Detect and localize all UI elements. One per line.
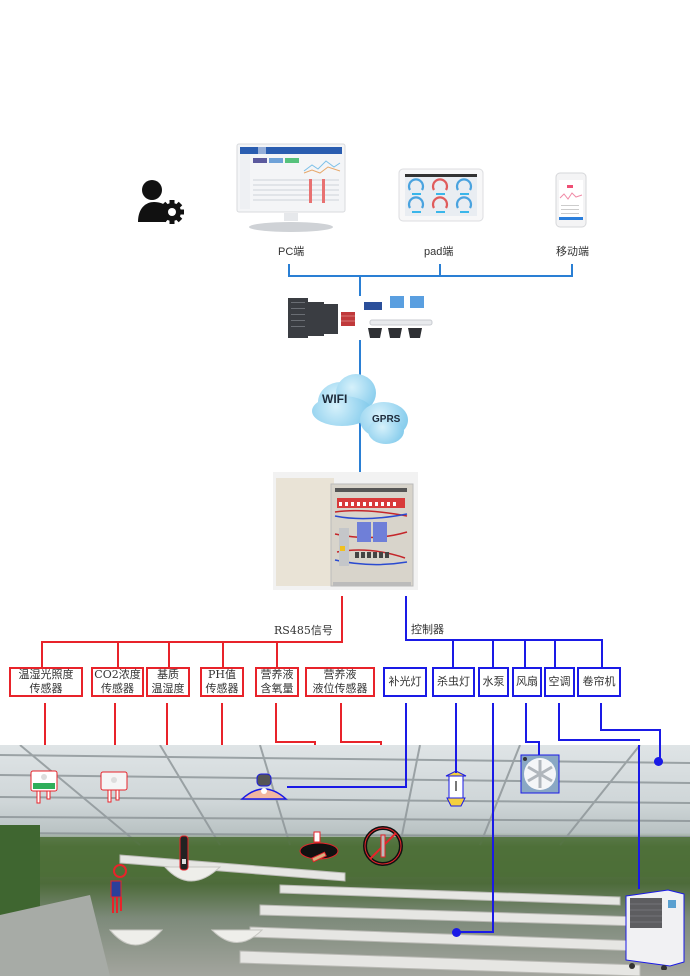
sensor-line2: 液位传感器 <box>312 682 368 695</box>
wireless-cloud: WIFI GPRS <box>312 372 412 450</box>
air-cooler-device[interactable] <box>624 888 686 971</box>
insect-killer-lamp-device[interactable] <box>444 770 468 810</box>
actuator-curtain-motor[interactable]: 卷帘机 <box>577 667 621 697</box>
control-drop-5 <box>601 639 603 668</box>
control-drop-3 <box>524 639 526 668</box>
actuator-insect-killer[interactable]: 杀虫灯 <box>432 667 475 697</box>
sensor-drop-3 <box>222 641 224 668</box>
sensor-line1: 营养液 <box>260 668 294 681</box>
sensor-box-liquid-level[interactable]: 营养液 液位传感器 <box>305 667 375 697</box>
ph-sensor-device[interactable] <box>178 835 190 871</box>
sensor-wire-5 <box>340 703 342 743</box>
actuator-air-conditioner[interactable]: 空调 <box>544 667 575 697</box>
pad-link-line <box>439 264 441 276</box>
pc-link-line <box>288 264 290 276</box>
gprs-label: GPRS <box>372 414 401 425</box>
mobile-client-label: 移动端 <box>556 246 589 258</box>
sensor-line2: 传感器 <box>101 682 134 695</box>
control-cabinet-image <box>273 472 418 590</box>
control-bus-line <box>405 639 603 641</box>
sensor-line2: 传感器 <box>205 682 239 695</box>
substrate-sensor-device[interactable] <box>108 863 130 915</box>
sensor-drop-2 <box>168 641 170 668</box>
pump-wire-h <box>457 931 494 933</box>
control-bus-label: 控制器 <box>411 623 444 636</box>
mobile-link-line <box>571 264 573 276</box>
sensor-line1: PH值 <box>208 668 236 681</box>
pad-client-label: pad端 <box>424 246 454 258</box>
temp-humidity-sensor-device[interactable] <box>30 770 58 804</box>
co2-sensor-device[interactable] <box>100 771 128 805</box>
fan-wire-v <box>538 741 540 755</box>
control-drop-1 <box>452 639 454 668</box>
actuator-fan[interactable]: 风扇 <box>512 667 542 697</box>
curtain-wire-v <box>659 729 661 759</box>
sensor-line1: 基质 <box>157 668 179 681</box>
grow-light-wire <box>287 786 407 788</box>
pc-client-label: PC端 <box>278 246 305 258</box>
insect-drop <box>455 703 457 745</box>
control-bus-trunk <box>405 596 407 640</box>
sensor-box-dissolved-oxygen[interactable]: 营养液 含氧量 <box>255 667 299 697</box>
sensor-line2: 含氧量 <box>260 682 294 695</box>
actuator-label: 空调 <box>548 675 571 688</box>
actuator-label: 补光灯 <box>388 675 422 688</box>
sensor-bus-label: RS485信号 <box>274 624 333 637</box>
fan-wire-h <box>525 741 540 743</box>
curtain-wire <box>600 703 602 731</box>
sensor-box-co2[interactable]: CO2浓度 传感器 <box>91 667 144 697</box>
pad-tablet-image <box>398 168 484 226</box>
curtain-node <box>654 757 663 766</box>
insect-killer-wire <box>455 745 457 773</box>
fan-wire <box>525 703 527 743</box>
sensor-wire-0 <box>44 703 46 773</box>
actuator-label: 杀虫灯 <box>437 675 470 688</box>
ac-wire-top <box>558 703 560 741</box>
grow-light-wire-v <box>405 745 407 788</box>
grow-light-drop <box>405 703 407 745</box>
sensor-drop-4 <box>276 641 278 668</box>
ac-wire <box>638 745 640 889</box>
sensor-wire-4h <box>275 741 316 743</box>
wifi-label: WIFI <box>322 392 348 406</box>
exhaust-fan-device[interactable] <box>520 754 560 794</box>
sensor-wire-4 <box>275 703 277 743</box>
actuator-label: 卷帘机 <box>582 675 616 688</box>
actuator-water-pump[interactable]: 水泵 <box>478 667 509 697</box>
sensor-drop-1 <box>117 641 119 668</box>
sensor-drop-0 <box>41 641 43 668</box>
greenhouse-photo <box>0 745 690 976</box>
sensor-box-ph[interactable]: PH值 传感器 <box>200 667 244 697</box>
client-bus-line <box>288 275 573 277</box>
admin-user-icon <box>136 178 186 226</box>
control-drop-4 <box>554 639 556 668</box>
sensor-bus-trunk <box>341 596 343 642</box>
sensor-line1: CO2浓度 <box>94 668 141 681</box>
pump-node <box>452 928 461 937</box>
actuator-label: 水泵 <box>482 675 505 688</box>
curtain-wire-h <box>600 729 661 731</box>
actuator-grow-light[interactable]: 补光灯 <box>383 667 427 697</box>
sensor-line2: 温湿度 <box>151 682 185 695</box>
liquid-level-sensor-device[interactable] <box>362 825 404 867</box>
server-network-image <box>286 294 436 348</box>
server-uplink-line <box>359 276 361 296</box>
sensor-box-substrate[interactable]: 基质 温湿度 <box>146 667 190 697</box>
control-drop-2 <box>492 639 494 668</box>
sensor-bus-line <box>41 641 343 643</box>
ac-wire-h <box>558 739 640 741</box>
sensor-line1: 温湿光照度 <box>18 668 74 681</box>
pc-monitor-image <box>236 143 346 235</box>
dissolved-oxygen-sensor-device[interactable] <box>298 831 340 869</box>
sensor-line1: 营养液 <box>323 668 357 681</box>
pump-drop <box>492 703 494 745</box>
mobile-phone-image <box>555 172 587 230</box>
sensor-line2: 传感器 <box>29 682 63 695</box>
sensor-wire-1 <box>114 703 116 775</box>
sensor-box-temp-humidity-light[interactable]: 温湿光照度 传感器 <box>9 667 83 697</box>
actuator-label: 风扇 <box>516 675 538 688</box>
sensor-wire-5h <box>340 741 382 743</box>
pump-wire <box>492 745 494 933</box>
grow-light-device[interactable] <box>240 773 288 803</box>
